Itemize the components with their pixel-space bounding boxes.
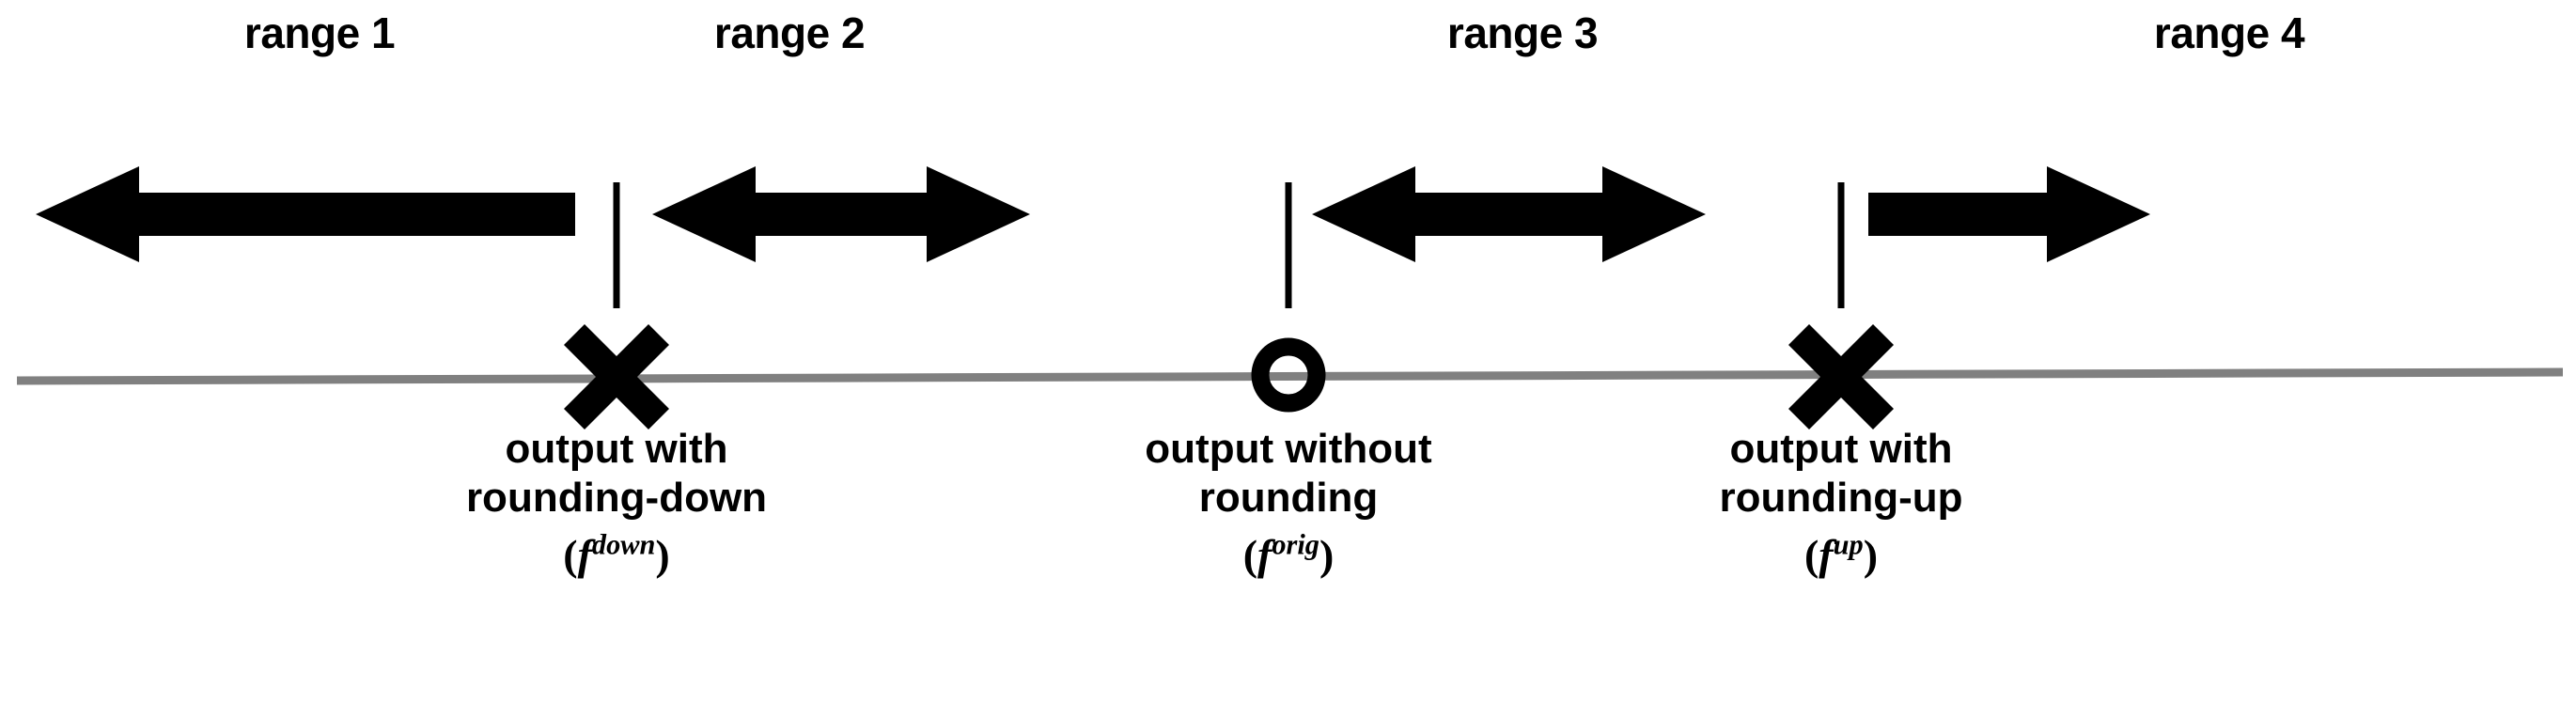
number-line-axis <box>16 367 2564 385</box>
marker-caption-orig-line-1: output without <box>1145 426 1432 472</box>
range-label-4: range 4 <box>2153 8 2305 57</box>
marker-caption-down: output with rounding-down (fdown) <box>466 425 767 585</box>
x-mark-icon-up <box>1788 324 1894 429</box>
circle-mark-icon-orig <box>1251 337 1326 413</box>
range-label-2: range 2 <box>713 8 866 57</box>
marker-caption-orig: output without rounding (forig) <box>1145 425 1431 585</box>
marker-caption-up-math: (fup) <box>1803 528 1879 579</box>
marker-caption-up-line-2: rounding-up <box>1719 474 1963 521</box>
marker-caption-orig-line-2: rounding <box>1198 474 1379 521</box>
range-4-arrow <box>1868 166 2150 262</box>
range-label-3: range 3 <box>1446 8 1599 57</box>
marker-caption-orig-math: (forig) <box>1242 528 1335 579</box>
x-mark-icon-down <box>564 324 669 429</box>
marker-caption-up: output with rounding-up (fup) <box>1719 425 1962 585</box>
range-3-arrow <box>1312 166 1706 262</box>
marker-caption-down-line-1: output with <box>505 426 728 472</box>
range-label-1: range 1 <box>243 8 396 57</box>
range-1-arrow <box>36 166 575 262</box>
marker-caption-up-line-1: output with <box>1729 426 1953 472</box>
marker-caption-down-line-2: rounding-down <box>465 474 768 521</box>
marker-caption-down-math: (fdown) <box>563 528 670 579</box>
range-2-arrow <box>652 166 1030 262</box>
